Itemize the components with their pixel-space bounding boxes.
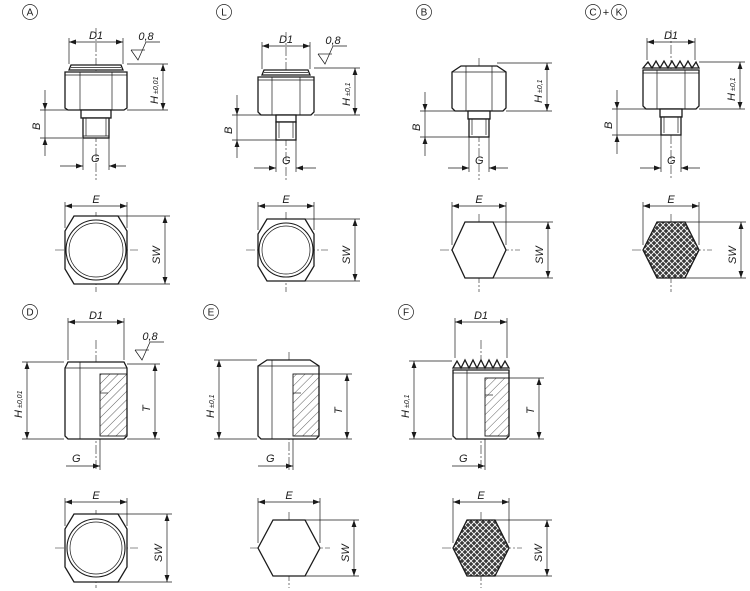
side-view: H ±0,1 B G [411, 58, 552, 180]
variant-a: A D1 0,8 [22, 4, 170, 292]
b-label: B [411, 124, 423, 131]
bottom-view: E SW [632, 194, 746, 292]
height-tolerance: ±0,1 [730, 77, 737, 91]
variant-label-a: A [22, 4, 38, 20]
e-label: E [92, 194, 100, 206]
variant-f: F D1 H ±0,1 T [398, 304, 552, 588]
height-label: H [149, 96, 161, 104]
e-label: E [477, 490, 485, 502]
g-label: G [282, 155, 291, 167]
height-label: H [400, 410, 412, 418]
sw-label: SW [341, 245, 353, 264]
height-label: H [726, 93, 738, 101]
height-label: H [341, 98, 353, 106]
variant-b: B H ±0,1 B [411, 4, 553, 292]
side-view: H ±0,1 T G [205, 352, 352, 470]
e-label: E [667, 194, 675, 206]
variant-letter: F [403, 308, 409, 319]
variant-d: D D1 0,8 H ±0,01 [13, 304, 172, 588]
height-tolerance: ±0,01 [153, 76, 160, 94]
variant-letter: C [589, 8, 596, 19]
side-view: D1 0,8 H ±0,1 B G [223, 32, 360, 180]
d1-label: D1 [89, 310, 103, 322]
variant-letter: D [26, 308, 33, 319]
e-label: E [475, 194, 483, 206]
bottom-view: E SW [55, 490, 172, 588]
bottom-view: E SW [55, 194, 170, 292]
height-tolerance: ±0,1 [404, 394, 411, 408]
roughness-symbol: 0,8 [130, 31, 160, 61]
d1-label: D1 [664, 30, 678, 42]
roughness-value: 0,8 [325, 35, 341, 47]
side-view: D1 0,8 H ±0,01 B G [31, 28, 168, 180]
e-label: E [285, 490, 293, 502]
bottom-view: E SW [440, 194, 553, 292]
bottom-view: E SW [246, 194, 360, 292]
variant-letter: L [221, 8, 227, 19]
variant-letter: E [208, 308, 215, 319]
bottom-view: E SW [442, 490, 552, 588]
sw-label: SW [534, 245, 546, 264]
t-label: T [141, 404, 153, 412]
e-label: E [92, 490, 100, 502]
variant-label-l: L [216, 4, 232, 20]
b-label: B [223, 127, 235, 134]
g-label: G [459, 453, 468, 465]
variant-letter: B [421, 8, 428, 19]
variant-joiner: + [603, 7, 609, 19]
roughness-value: 0,8 [138, 31, 154, 43]
height-label: H [13, 410, 25, 418]
height-tolerance: ±0,01 [17, 390, 24, 408]
sw-label: SW [153, 543, 165, 562]
variant-label-c-k: C + K [585, 4, 627, 20]
d1-label: D1 [279, 34, 293, 46]
g-label: G [475, 155, 484, 167]
variant-label-b: B [416, 4, 432, 20]
bottom-view: E SW [250, 490, 359, 588]
height-tolerance: ±0,1 [537, 79, 544, 93]
t-label: T [525, 406, 537, 414]
sw-label: SW [533, 543, 545, 562]
side-view: D1 0,8 H ±0,01 T G [13, 310, 164, 470]
b-label: B [31, 123, 43, 130]
g-label: G [72, 453, 81, 465]
side-view: D1 H ±0,1 B G [603, 30, 745, 180]
sw-label: SW [151, 245, 163, 264]
variant-l: L D1 0,8 [216, 4, 360, 292]
height-label: H [205, 410, 217, 418]
d1-label: D1 [89, 30, 103, 42]
d1-label: D1 [474, 310, 488, 322]
variant-e: E H ±0,1 T G [203, 304, 359, 588]
roughness-symbol: 0,8 [134, 331, 164, 361]
side-view: D1 H ±0,1 T G [400, 310, 544, 470]
variant-label-e: E [203, 304, 219, 320]
height-label: H [533, 95, 545, 103]
t-label: T [333, 406, 345, 414]
sw-label: SW [340, 543, 352, 562]
g-label: G [266, 453, 275, 465]
height-tolerance: ±0,1 [345, 82, 352, 96]
variant-letter: K [616, 8, 623, 19]
height-tolerance: ±0,1 [209, 394, 216, 408]
variant-letter: A [27, 8, 34, 19]
variant-label-f: F [398, 304, 414, 320]
roughness-value: 0,8 [142, 331, 158, 343]
g-label: G [91, 153, 100, 165]
b-label: B [603, 122, 615, 129]
variant-label-d: D [22, 304, 38, 320]
variant-c-k: C + K D1 H ±0,1 [585, 4, 746, 292]
e-label: E [282, 194, 290, 206]
g-label: G [667, 155, 676, 167]
roughness-symbol: 0,8 [317, 35, 347, 65]
sw-label: SW [727, 245, 739, 264]
